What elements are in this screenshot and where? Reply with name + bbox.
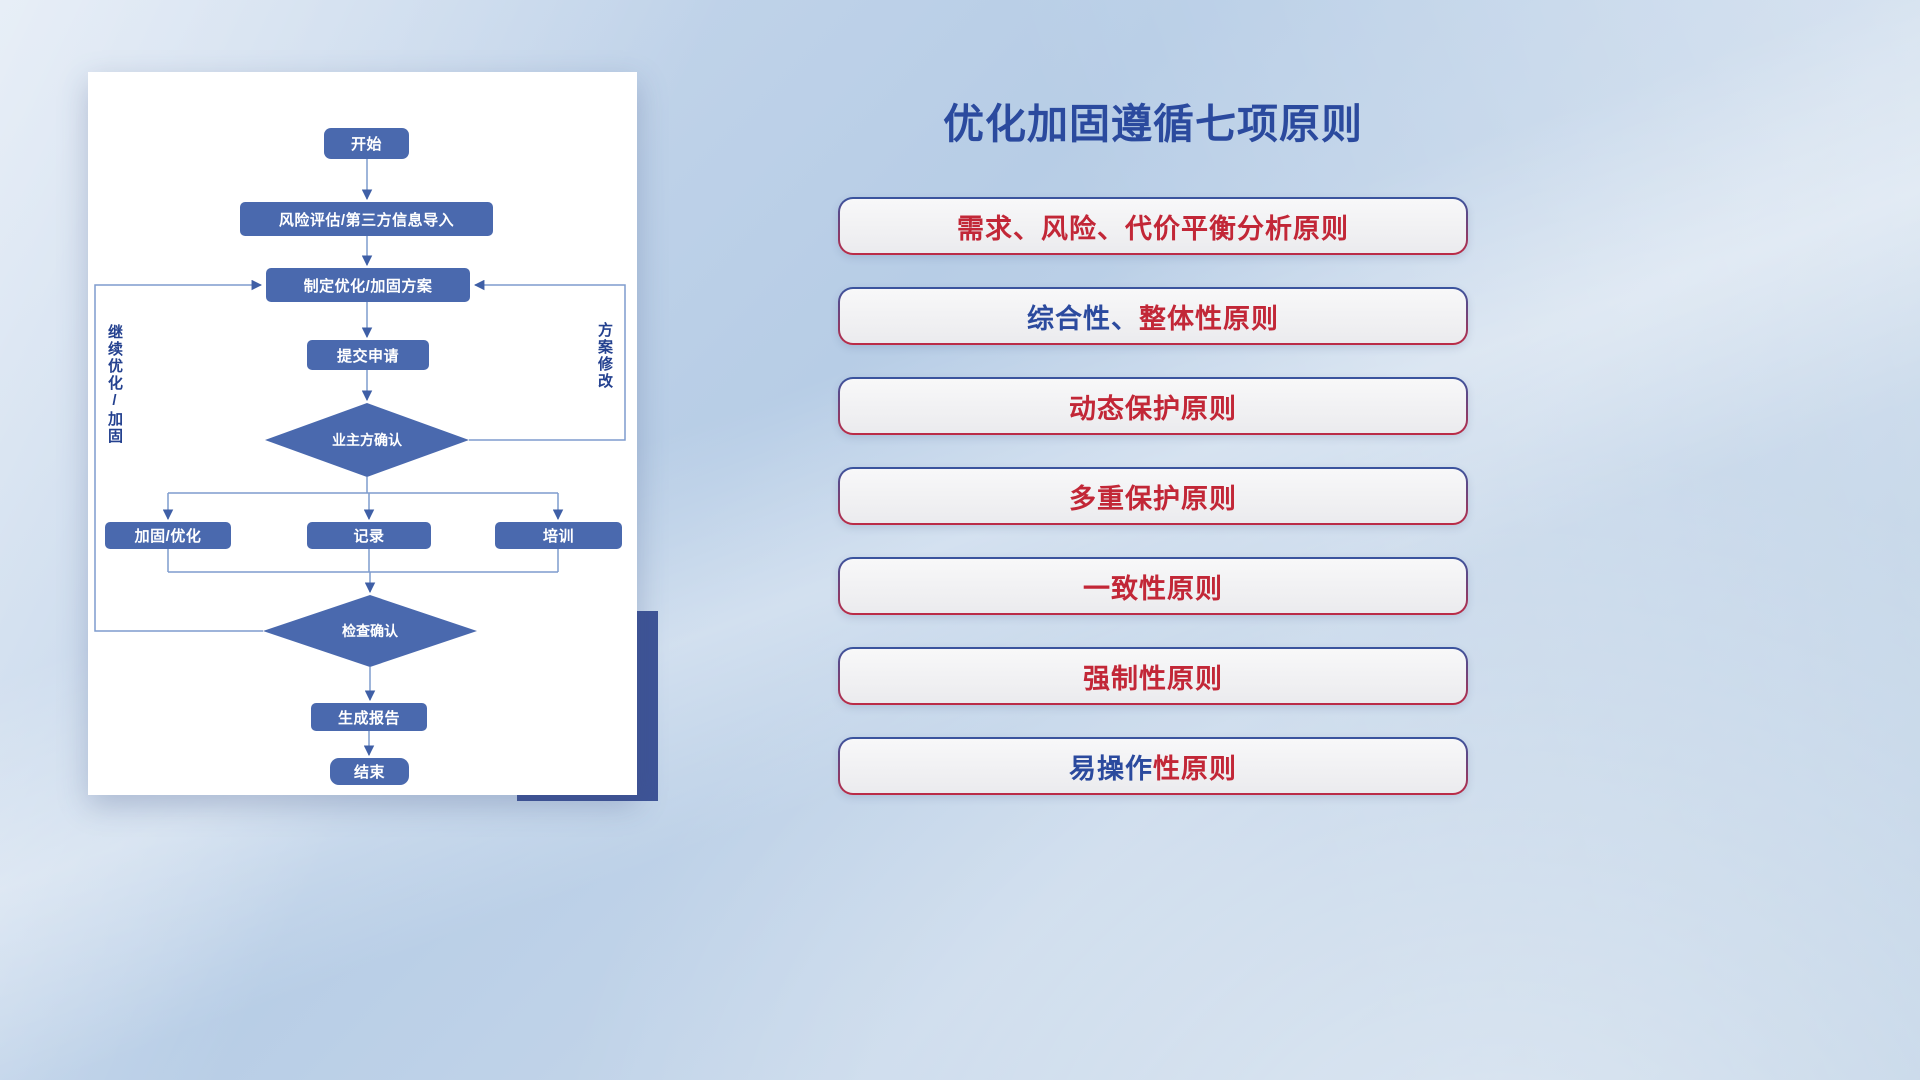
- principle-text-secondary: 易操作: [1069, 753, 1153, 784]
- flow-node-check-confirm-label: 检查确认: [342, 623, 398, 639]
- flow-node-record: 记录: [307, 522, 431, 549]
- principle-content: 综合性、整体性原则: [840, 289, 1466, 343]
- flow-node-owner-confirm-label: 业主方确认: [332, 432, 402, 448]
- flow-node-training: 培训: [495, 522, 622, 549]
- flow-node-reinforce: 加固/优化: [105, 522, 231, 549]
- principle-text: 需求、风险、代价平衡分析原则: [957, 213, 1349, 244]
- principle-item: 一致性原则: [838, 557, 1468, 615]
- principle-text: 整体性原则: [1139, 303, 1279, 334]
- principle-text: 动态保护原则: [1069, 393, 1237, 424]
- principle-content: 多重保护原则: [840, 469, 1466, 523]
- flow-node-report: 生成报告: [311, 703, 427, 731]
- principle-item: 综合性、整体性原则: [838, 287, 1468, 345]
- principle-text-secondary: 综合性、: [1027, 303, 1139, 334]
- page-title: 优化加固遵循七项原则: [943, 101, 1363, 147]
- principle-content: 需求、风险、代价平衡分析原则: [840, 199, 1466, 253]
- check-confirm-diamond: [263, 595, 477, 667]
- principle-text: 多重保护原则: [1069, 483, 1237, 514]
- principle-content: 易操作性原则: [840, 739, 1466, 793]
- principle-item: 易操作性原则: [838, 737, 1468, 795]
- principle-item: 动态保护原则: [838, 377, 1468, 435]
- principle-item: 强制性原则: [838, 647, 1468, 705]
- owner-confirm-diamond: [265, 403, 469, 477]
- principles-list: 需求、风险、代价平衡分析原则 综合性、整体性原则 动态保护原则 多重保护原则 一…: [838, 197, 1468, 827]
- principle-content: 强制性原则: [840, 649, 1466, 703]
- flowchart-connectors: [94, 159, 626, 757]
- flow-node-start: 开始: [324, 128, 409, 159]
- flowchart-card: 开始 风险评估/第三方信息导入 制定优化/加固方案 提交申请 业主方确认 加固/…: [88, 72, 637, 795]
- flow-node-submit: 提交申请: [307, 340, 429, 370]
- principle-text: 性原则: [1153, 753, 1237, 784]
- principle-item: 需求、风险、代价平衡分析原则: [838, 197, 1468, 255]
- loop-label-plan-revise: 方案修改: [596, 322, 613, 390]
- principle-content: 动态保护原则: [840, 379, 1466, 433]
- loop-continue-line: [94, 279, 263, 632]
- flow-node-risk-import: 风险评估/第三方信息导入: [240, 202, 493, 236]
- flow-node-end: 结束: [330, 758, 409, 785]
- principle-content: 一致性原则: [840, 559, 1466, 613]
- principle-item: 多重保护原则: [838, 467, 1468, 525]
- loop-label-continue-optimize: 继续优化/加固: [106, 324, 123, 445]
- loop-plan-revise-line: [469, 279, 626, 441]
- principle-text: 一致性原则: [1083, 573, 1223, 604]
- flow-node-make-plan: 制定优化/加固方案: [266, 268, 470, 302]
- principle-text: 强制性原则: [1083, 663, 1223, 694]
